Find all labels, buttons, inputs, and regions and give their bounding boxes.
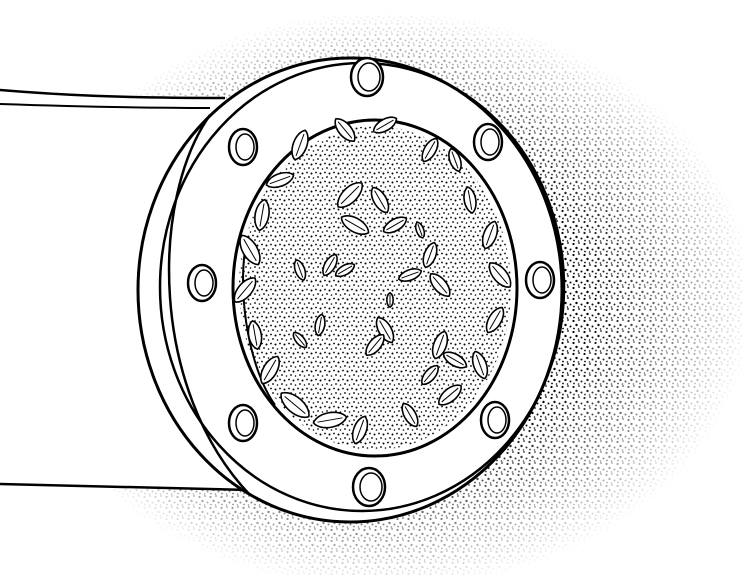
leaf-vein [468, 190, 471, 209]
leaf-vein [375, 191, 386, 210]
leaf-vein [405, 406, 415, 423]
leaf-vein [433, 277, 447, 294]
leaf-vein [326, 257, 335, 273]
leaf-vein [369, 337, 382, 352]
bolt-icon [479, 400, 511, 440]
bolt-icon [472, 122, 504, 162]
leaf-vein [486, 225, 493, 245]
leaf-vein [253, 324, 257, 345]
leaf-vein [338, 266, 352, 274]
leaf-vein [402, 272, 419, 278]
leaf-vein [319, 317, 322, 333]
leaf-vein [490, 311, 501, 330]
bolt-group [186, 56, 556, 508]
leaf-vein [418, 224, 422, 236]
leaf-vein [295, 334, 304, 345]
bolt-icon [227, 403, 259, 443]
leaf-vein [356, 420, 363, 440]
leaf-vein [380, 321, 391, 340]
leaf-vein [345, 219, 365, 231]
leaf-vein [436, 335, 443, 355]
leaf-vein [427, 246, 434, 265]
leaf-vein [376, 120, 393, 130]
leaf-vein [442, 388, 459, 402]
leaf-vein [237, 281, 252, 299]
leaf-vein [386, 220, 403, 230]
bolt-icon [349, 56, 385, 98]
leaf-vein [476, 355, 483, 375]
bolt-icon [524, 260, 556, 300]
leaf-vein [264, 360, 276, 380]
leaf-vein [338, 122, 352, 139]
leaf-vein [270, 176, 290, 183]
bolt-icon [351, 466, 387, 508]
leaf-vein [446, 355, 463, 365]
leaf-vein [341, 186, 359, 204]
leaf-vein [318, 418, 343, 422]
leaf-vein [285, 396, 306, 413]
bolt-icon [186, 263, 218, 303]
leaf-vein [425, 141, 435, 158]
leaf-vein [492, 266, 507, 284]
leaf-cluster [230, 113, 516, 445]
leaf-vein [244, 239, 257, 261]
leaf-vein [424, 368, 436, 382]
leaf-vein [296, 134, 304, 156]
leaf-vein [297, 262, 303, 277]
bolt-icon [227, 127, 259, 167]
leaf-vein [260, 203, 264, 226]
leaf-vein [452, 152, 458, 169]
